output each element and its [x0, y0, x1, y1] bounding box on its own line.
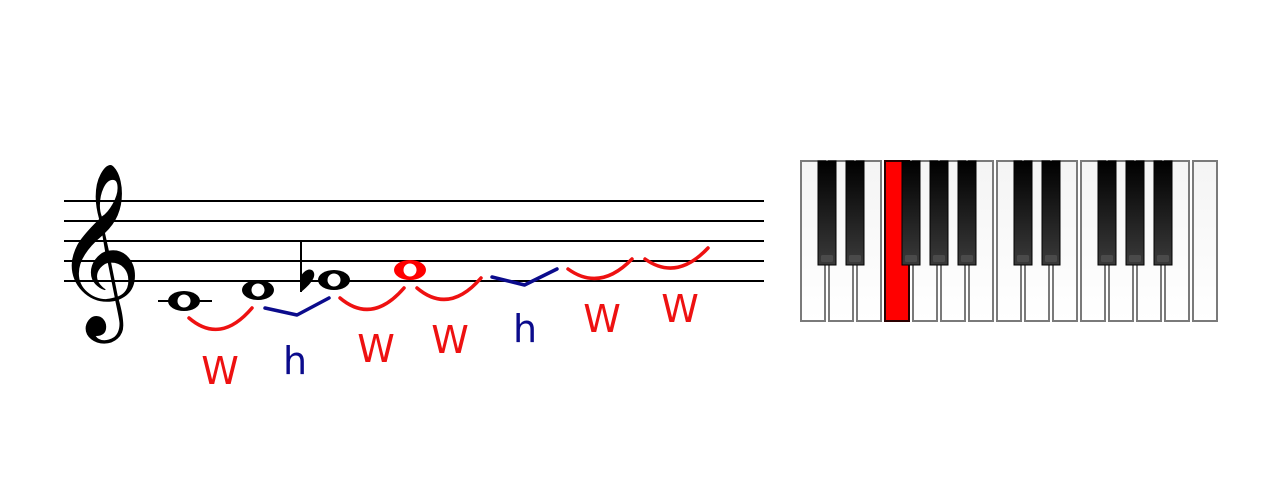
whole-step-label: W: [357, 327, 395, 371]
whole-step-arc: [187, 306, 254, 332]
piano-keyboard: [800, 160, 1218, 322]
whole-step-arc: [338, 286, 406, 312]
whole-step-label: W: [661, 287, 699, 331]
black-key: [1041, 160, 1061, 266]
black-key: [929, 160, 949, 266]
black-key: [901, 160, 921, 266]
black-key: [817, 160, 837, 266]
white-key: [1192, 160, 1218, 322]
note-hole: [403, 263, 417, 277]
black-keys: [817, 160, 1173, 266]
half-step-label: h: [513, 307, 537, 351]
black-key: [1013, 160, 1033, 266]
note-d4: [242, 280, 274, 300]
black-key: [1097, 160, 1117, 266]
black-key: [845, 160, 865, 266]
whole-step-label: W: [201, 349, 239, 393]
note-hole: [177, 294, 191, 308]
whole-step-arc: [643, 246, 710, 270]
note-hole: [327, 273, 341, 287]
whole-step-arc: [415, 276, 483, 302]
note-eb4: [300, 242, 350, 292]
flat-icon: [300, 242, 315, 292]
note-c4: [168, 291, 200, 311]
half-step-chevron: [490, 267, 559, 287]
black-key: [957, 160, 977, 266]
half-step-chevron: [263, 296, 331, 317]
scale-notes: [168, 242, 426, 311]
whole-step-label: W: [431, 318, 469, 362]
black-key: [1153, 160, 1173, 266]
music-staff: 𝄞: [54, 162, 764, 344]
step-intervals: [187, 246, 710, 332]
whole-step-arc: [566, 257, 634, 281]
black-key: [1125, 160, 1145, 266]
treble-clef-icon: 𝄞: [54, 162, 143, 344]
note-f4: [394, 260, 426, 280]
whole-step-label: W: [583, 297, 621, 341]
half-step-label: h: [283, 339, 307, 383]
note-hole: [251, 283, 265, 297]
